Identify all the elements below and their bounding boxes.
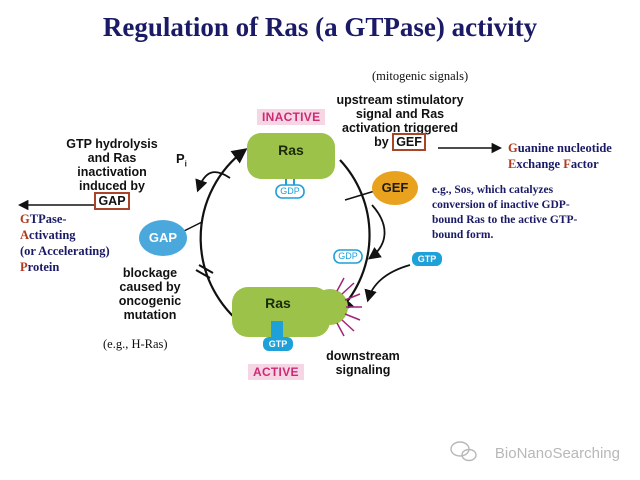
gap-def-line-2: Activating xyxy=(20,227,110,243)
ras-inactive-shape xyxy=(247,133,335,179)
gef-connector xyxy=(344,189,379,201)
gef-def-rest-2: xchange xyxy=(516,157,564,171)
upstream-label: upstream stimulatory signal and Ras acti… xyxy=(330,93,470,151)
free-gdp-shape xyxy=(333,249,363,264)
pi-label: Pi xyxy=(176,152,187,172)
gap-label: GAP xyxy=(148,230,178,245)
gdp-top-shape xyxy=(275,184,305,199)
gtp-uptake-arrow xyxy=(364,264,411,303)
gtp-bottom-shape xyxy=(263,337,293,351)
free-gtp-shape xyxy=(412,252,442,266)
gef-def-initial-f: F xyxy=(563,157,571,171)
gap-def-line-4: Protein xyxy=(20,259,110,275)
gef-def-line-2: Exchange Factor xyxy=(508,156,612,172)
pi-main: P xyxy=(176,151,185,166)
inactive-tag: INACTIVE xyxy=(257,109,326,125)
gap-def-rest-1: TPase- xyxy=(29,212,67,226)
upstream-by: by xyxy=(374,135,389,149)
gef-note-line-3: bound Ras to the active GTP- xyxy=(432,214,578,226)
gef-def-rest-1: uanine nucleotide xyxy=(517,141,612,155)
hydrolysis-line-3: inactivation xyxy=(77,165,147,179)
gdp-top-label: GDP xyxy=(280,186,300,196)
ras-active-lobe xyxy=(312,289,348,325)
hydrolysis-line-1: GTP hydrolysis xyxy=(66,137,158,151)
ras-active-shape xyxy=(232,287,330,337)
hydrolysis-line-4: induced by xyxy=(79,179,145,193)
downstream-label: downstream signaling xyxy=(318,349,408,377)
diagram-title: Regulation of Ras (a GTPase) activity xyxy=(102,12,538,42)
gap-connector xyxy=(181,221,203,233)
gef-note-line-2: conversion of inactive GDP- xyxy=(432,199,570,211)
gap-definition: GTPase- Activating (or Accelerating) Pro… xyxy=(20,211,110,275)
gtp-bottom-label: GTP xyxy=(268,339,288,349)
cycle-arrow-right xyxy=(337,159,371,313)
hydrolysis-label: GTP hydrolysis and Ras inactivation indu… xyxy=(58,137,166,210)
watermark: BioNanoSearching xyxy=(494,445,620,462)
hydrolysis-line-2: and Ras xyxy=(87,151,137,165)
blockage-line-3: oncogenic xyxy=(118,294,182,308)
pi-release-arrow xyxy=(195,171,231,193)
gap-def-initial-a: A xyxy=(20,228,30,242)
gef-def-initial-g: G xyxy=(508,141,518,155)
ras-active-label: Ras xyxy=(265,295,291,311)
mitogenic-note: (mitogenic signals) xyxy=(372,69,469,83)
cycle-arrow-left xyxy=(199,148,251,331)
example-note: (e.g., H-Ras) xyxy=(103,337,168,351)
upstream-line-1: upstream stimulatory xyxy=(336,93,464,107)
blockage-bar-1 xyxy=(195,269,211,279)
gef-note-line-4: bound form. xyxy=(432,229,494,241)
gef-boxed-label: GEF xyxy=(392,133,426,151)
ras-inactive-label: Ras xyxy=(278,142,304,158)
gap-def-initial-g: G xyxy=(20,212,30,226)
gap-boxed-label: GAP xyxy=(94,192,130,210)
gef-definition: Guanine nucleotide Exchange Factor xyxy=(508,140,612,172)
upstream-line-4: by GEF xyxy=(330,133,470,151)
gap-def-initial-p: P xyxy=(20,260,28,274)
blockage-line-4: mutation xyxy=(123,308,177,322)
active-tag: ACTIVE xyxy=(248,364,304,380)
gap-def-line-1: GTPase- xyxy=(20,211,110,227)
blockage-line-1: blockage xyxy=(122,266,178,280)
signal-burst-icon xyxy=(336,277,362,337)
gtp-stem xyxy=(271,321,283,339)
gef-note-line-1: e.g., Sos, which catalyzes xyxy=(432,184,554,196)
gef-example-note: e.g., Sos, which catalyzes conversion of… xyxy=(432,183,577,243)
gef-shape xyxy=(372,171,418,205)
upstream-line-3: activation triggered xyxy=(342,121,458,135)
upstream-line-2: signal and Ras xyxy=(355,107,445,121)
gap-shape xyxy=(139,220,187,256)
gef-label: GEF xyxy=(381,180,409,195)
hydrolysis-line-5: GAP xyxy=(58,192,166,210)
blockage-line-2: caused by xyxy=(119,280,181,294)
gap-def-rest-4: rotein xyxy=(27,260,60,274)
gef-def-line-1: Guanine nucleotide xyxy=(508,140,612,156)
free-gdp-label: GDP xyxy=(338,251,358,261)
pi-subscript: i xyxy=(184,159,187,169)
downstream-line-1: downstream xyxy=(326,349,400,363)
free-gtp-label: GTP xyxy=(417,254,437,264)
gef-def-initial-e: E xyxy=(508,157,517,171)
blockage-bar-2 xyxy=(198,264,214,274)
gef-def-rest-3: actor xyxy=(570,157,599,171)
blockage-label: blockage caused by oncogenic mutation xyxy=(105,266,195,322)
gap-def-rest-2: ctivating xyxy=(29,228,76,242)
wechat-icon xyxy=(450,441,477,462)
gap-def-line-3: (or Accelerating) xyxy=(20,244,110,258)
gdp-release-arrow xyxy=(367,204,386,260)
downstream-line-2: signaling xyxy=(335,363,391,377)
